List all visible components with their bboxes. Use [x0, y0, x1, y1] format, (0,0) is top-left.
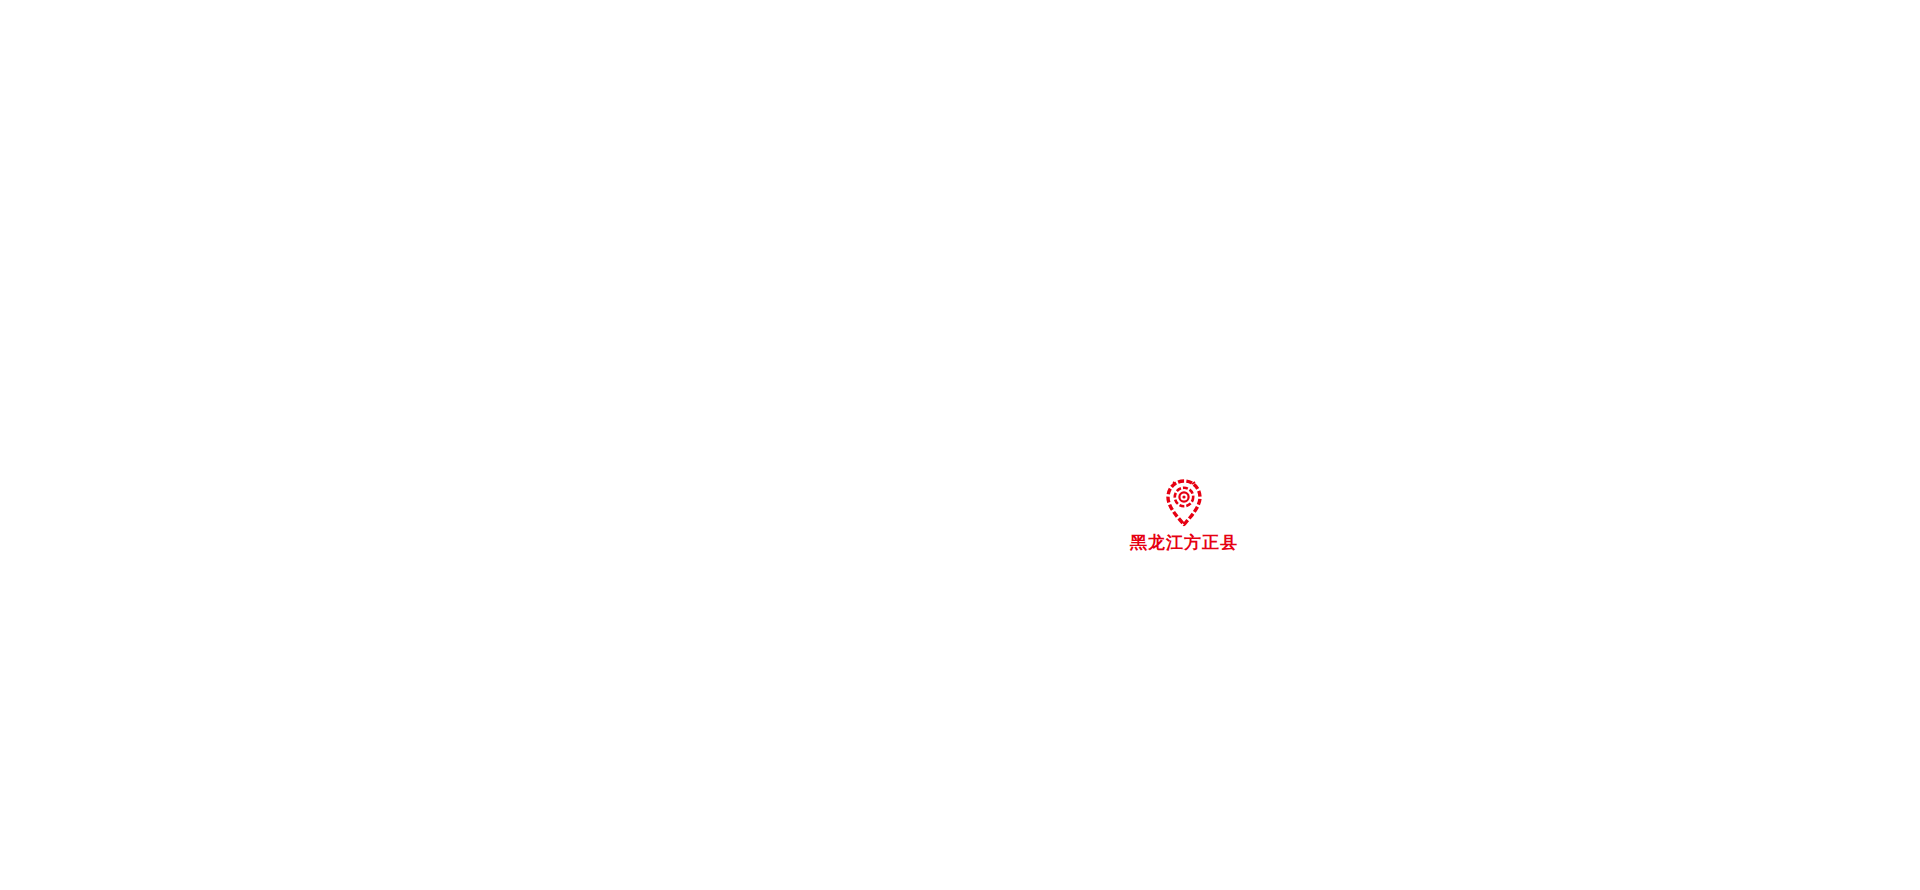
location-pin-icon — [1163, 478, 1205, 530]
marker-label: 黑龙江方正县 — [1130, 532, 1238, 552]
map-marker[interactable]: 黑龙江方正县 — [1114, 478, 1254, 552]
